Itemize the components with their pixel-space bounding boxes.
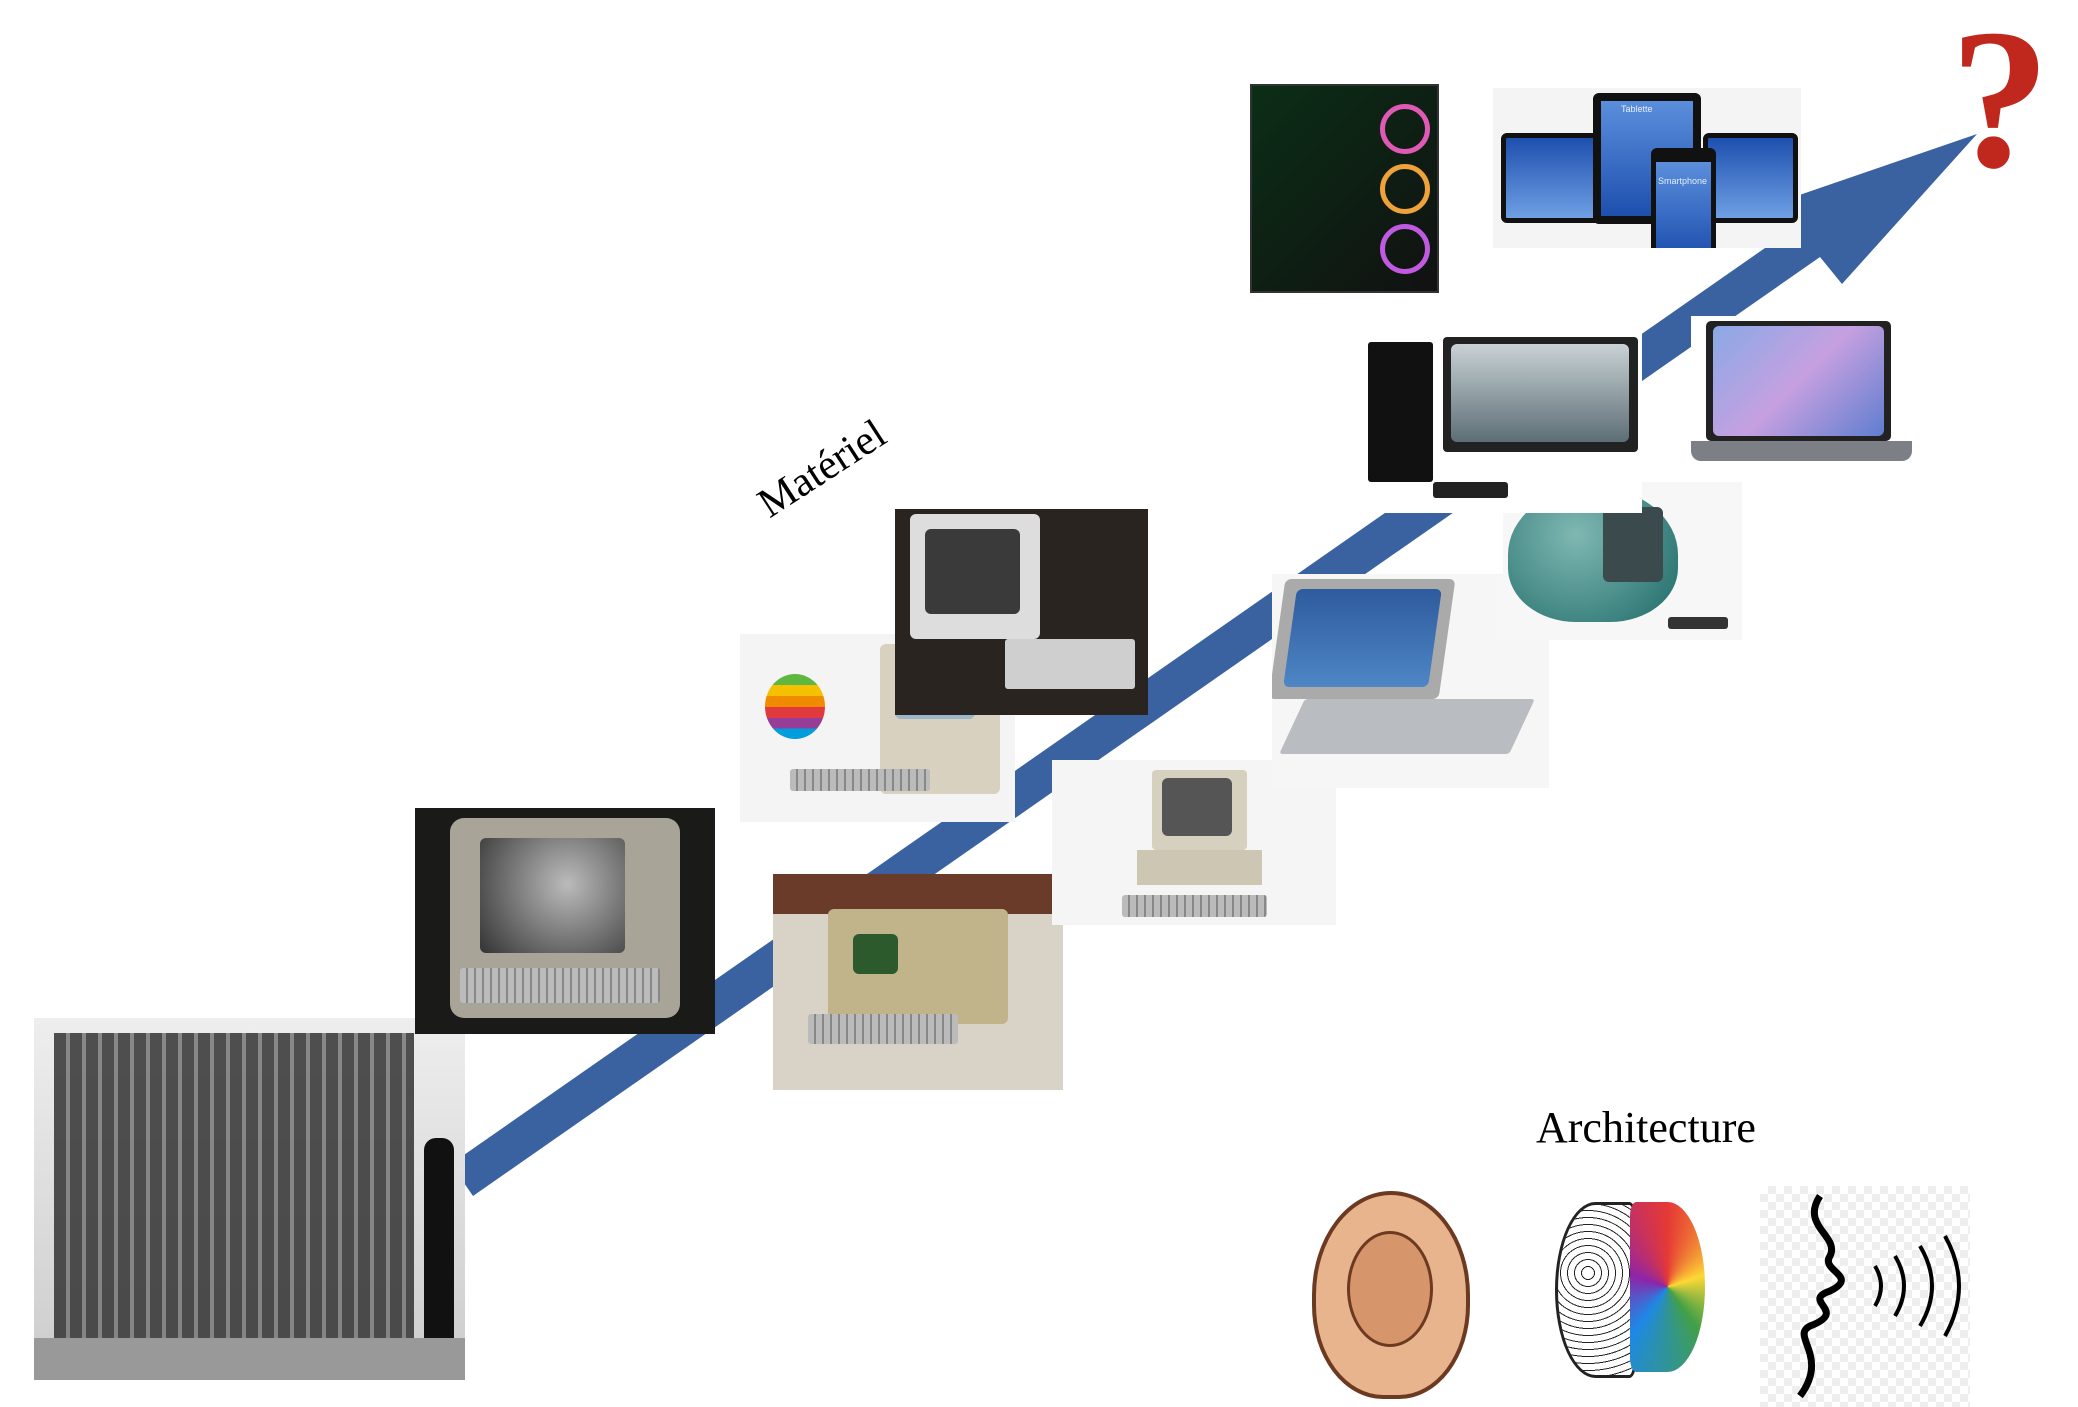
portable-computer-photo bbox=[773, 874, 1063, 1090]
gaming-pc-photo bbox=[1240, 74, 1444, 302]
desktop-pc-photo bbox=[1363, 332, 1642, 513]
apple-logo-icon bbox=[765, 674, 825, 739]
tablet-label: Tablette bbox=[1621, 104, 1653, 114]
modern-laptop-photo bbox=[1691, 316, 1912, 472]
terminal-photo bbox=[895, 509, 1148, 715]
laptop-photo bbox=[1272, 574, 1549, 788]
personal-computer-photo bbox=[1052, 760, 1336, 925]
wang-terminal-photo bbox=[415, 808, 715, 1034]
architecture-label: Architecture bbox=[1536, 1103, 1756, 1152]
brain-icon bbox=[1530, 1182, 1722, 1404]
mainframe-photo bbox=[34, 1018, 465, 1380]
smartphone-label: Smartphone bbox=[1658, 176, 1708, 186]
mobile-devices-photo: Tablette Smartphone bbox=[1493, 88, 1801, 248]
speech-icon bbox=[1760, 1186, 1970, 1407]
ear-icon bbox=[1307, 1186, 1501, 1400]
question-mark: ? bbox=[1950, 0, 2050, 210]
